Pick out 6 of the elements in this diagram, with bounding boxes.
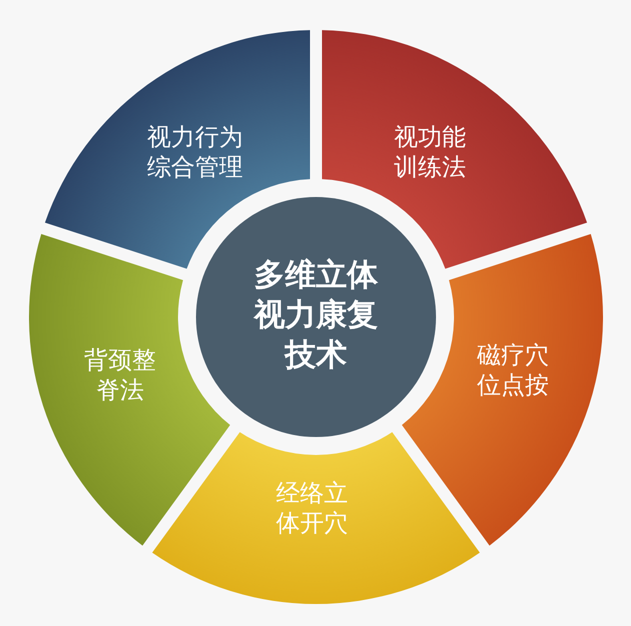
hub-title: 多维立体视力康复技术: [252, 256, 379, 375]
segment-label: 背颈整脊法: [83, 345, 157, 405]
segment-label: 视力行为综合管理: [146, 122, 244, 182]
segment-label: 经络立体开穴: [275, 478, 349, 538]
segment-label: 视功能训练法: [393, 122, 467, 182]
segment-label: 磁疗穴位点按: [476, 340, 550, 400]
